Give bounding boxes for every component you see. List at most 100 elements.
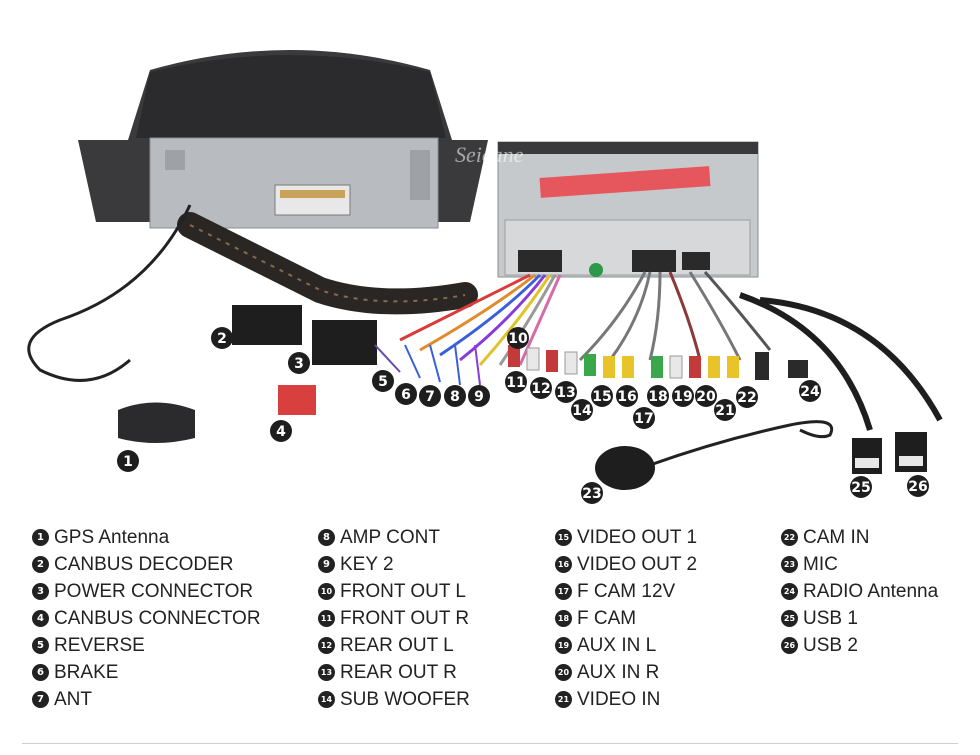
- callout-15: 15: [591, 385, 613, 407]
- canbus-decoder: [232, 305, 302, 345]
- svg-text:9: 9: [474, 389, 484, 405]
- svg-text:19: 19: [673, 389, 692, 405]
- legend-label: AUX IN L: [577, 634, 657, 656]
- legend-number: 13: [318, 664, 335, 681]
- legend-number: 20: [555, 664, 572, 681]
- legend-number: 1: [32, 529, 49, 546]
- legend-label: AMP CONT: [340, 526, 440, 548]
- legend-label: CANBUS DECODER: [54, 553, 234, 575]
- svg-text:20: 20: [696, 389, 716, 405]
- svg-text:3: 3: [294, 356, 304, 372]
- legend-item: 13 REAR OUT R: [318, 659, 470, 686]
- callout-18: 18: [647, 385, 669, 407]
- legend-number: 4: [32, 610, 49, 627]
- legend-label: GPS Antenna: [54, 526, 170, 548]
- legend-label: F CAM 12V: [577, 580, 676, 602]
- legend-item: 23 MIC: [781, 551, 938, 578]
- microphone: [595, 446, 655, 490]
- svg-text:15: 15: [592, 389, 611, 405]
- svg-text:24: 24: [800, 384, 820, 400]
- legend-label: REAR OUT L: [340, 634, 454, 656]
- callout-20: 20: [695, 385, 717, 407]
- svg-text:10: 10: [508, 331, 528, 347]
- legend-label: USB 1: [803, 607, 858, 629]
- legend-number: 5: [32, 637, 49, 654]
- svg-text:12: 12: [531, 381, 550, 397]
- callout-12: 12: [530, 377, 552, 399]
- legend-number: 19: [555, 637, 572, 654]
- svg-text:5: 5: [378, 374, 388, 390]
- legend-label: RADIO Antenna: [803, 580, 939, 602]
- callout-16: 16: [616, 385, 638, 407]
- callout-24: 24: [799, 380, 821, 402]
- callout-19: 19: [672, 385, 694, 407]
- svg-text:14: 14: [572, 403, 592, 419]
- legend-item: 25 USB 1: [781, 605, 938, 632]
- legend-item: 14 SUB WOOFER: [318, 686, 470, 713]
- legend-number: 16: [555, 556, 572, 573]
- legend-label: CAM IN: [803, 526, 870, 548]
- legend-number: 25: [781, 610, 798, 627]
- svg-text:11: 11: [506, 375, 525, 391]
- legend-number: 14: [318, 691, 335, 708]
- svg-text:18: 18: [648, 389, 667, 405]
- bottom-divider: [22, 743, 958, 744]
- gps-antenna: [118, 402, 195, 443]
- svg-text:25: 25: [851, 480, 870, 496]
- legend-label: AUX IN R: [577, 661, 660, 683]
- product-photo: Seicane: [27, 50, 943, 504]
- legend-number: 17: [555, 583, 572, 600]
- callout-25: 25: [850, 476, 872, 498]
- legend-number: 10: [318, 583, 335, 600]
- callout-10: 10: [507, 327, 529, 349]
- legend-number: 21: [555, 691, 572, 708]
- svg-text:16: 16: [617, 389, 636, 405]
- rca-plugs: [508, 345, 808, 380]
- callout-1: 1: [117, 450, 139, 472]
- legend-number: 23: [781, 556, 798, 573]
- callout-22: 22: [736, 386, 758, 408]
- legend-label: VIDEO IN: [577, 688, 661, 710]
- legend-label: MIC: [803, 553, 838, 575]
- usb-connector-1: [852, 438, 882, 474]
- svg-text:26: 26: [908, 479, 927, 495]
- legend-number: 24: [781, 583, 798, 600]
- callout-17: 17: [633, 407, 655, 429]
- legend-label: REAR OUT R: [340, 661, 457, 683]
- callout-8: 8: [444, 385, 466, 407]
- legend-number: 18: [555, 610, 572, 627]
- callout-26: 26: [907, 475, 929, 497]
- legend-label: SUB WOOFER: [340, 688, 470, 710]
- svg-text:2: 2: [217, 331, 227, 347]
- head-unit-right: [497, 141, 759, 278]
- legend-item: 24 RADIO Antenna: [781, 578, 938, 605]
- legend-number: 26: [781, 637, 798, 654]
- legend-number: 7: [32, 691, 49, 708]
- legend-label: VIDEO OUT 2: [577, 553, 698, 575]
- legend-number: 9: [318, 556, 335, 573]
- power-connector: [312, 320, 377, 365]
- legend-item: 20 AUX IN R: [555, 659, 697, 686]
- legend-item: 19 AUX IN L: [555, 632, 697, 659]
- callout-4: 4: [270, 420, 292, 442]
- svg-text:8: 8: [450, 389, 460, 405]
- callout-23: 23: [581, 482, 603, 504]
- callout-3: 3: [288, 352, 310, 374]
- callout-13: 13: [555, 381, 577, 403]
- legend-label: F CAM: [577, 607, 637, 629]
- svg-text:13: 13: [556, 385, 575, 401]
- watermark: Seicane: [455, 142, 524, 167]
- wire-bundle: [399, 271, 772, 366]
